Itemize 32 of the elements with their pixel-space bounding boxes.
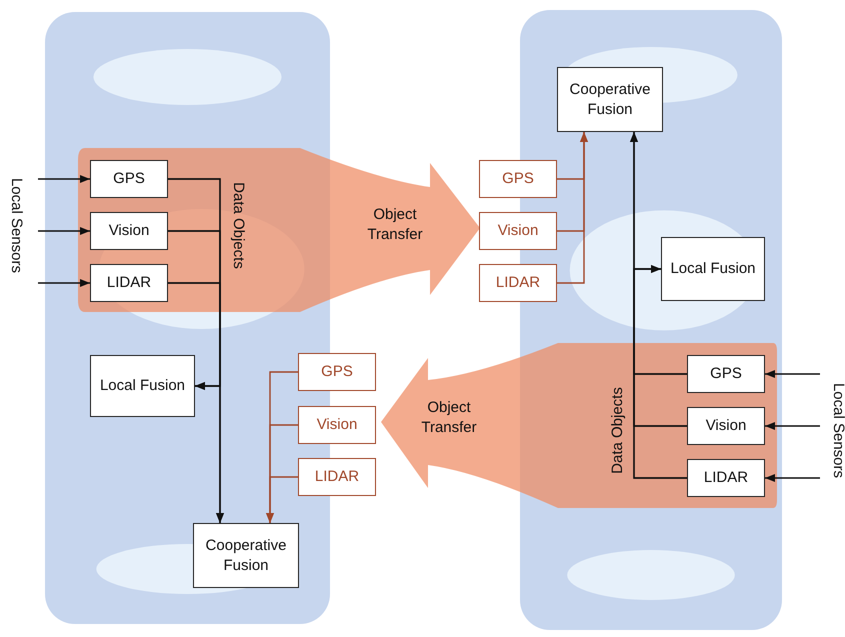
process-box: LIDAR [687, 459, 765, 497]
arrow [38, 279, 90, 287]
arrow [38, 227, 90, 235]
arrow [765, 474, 820, 482]
arrow [765, 422, 820, 430]
received-data-box: Vision [479, 212, 557, 250]
side-label: Local Sensors [8, 177, 25, 273]
received-data-box: Vision [298, 406, 376, 444]
arrow [266, 476, 298, 523]
process-box: Vision [90, 212, 168, 250]
process-box: Local Fusion [661, 237, 765, 301]
process-box: Cooperative Fusion [193, 523, 299, 588]
process-box: GPS [90, 160, 168, 198]
process-box: GPS [687, 355, 765, 393]
side-label: Local Sensors [830, 382, 845, 478]
received-data-box: LIDAR [298, 458, 376, 496]
received-data-box: GPS [298, 353, 376, 391]
arrow-label: Object Transfer [366, 205, 424, 244]
arrow [168, 282, 224, 523]
bus-label: Data Objects [608, 386, 626, 474]
arrow [765, 370, 820, 378]
process-box: LIDAR [90, 264, 168, 302]
arrow-label: Object Transfer [420, 398, 478, 437]
process-box: Cooperative Fusion [557, 67, 663, 132]
received-data-box: GPS [479, 160, 557, 198]
process-box: Local Fusion [90, 355, 195, 417]
bus-label: Data Objects [229, 182, 246, 268]
received-data-box: LIDAR [479, 264, 557, 302]
arrow [38, 175, 90, 183]
arrow [633, 265, 687, 479]
process-box: Vision [687, 407, 765, 445]
arrow [557, 132, 588, 284]
